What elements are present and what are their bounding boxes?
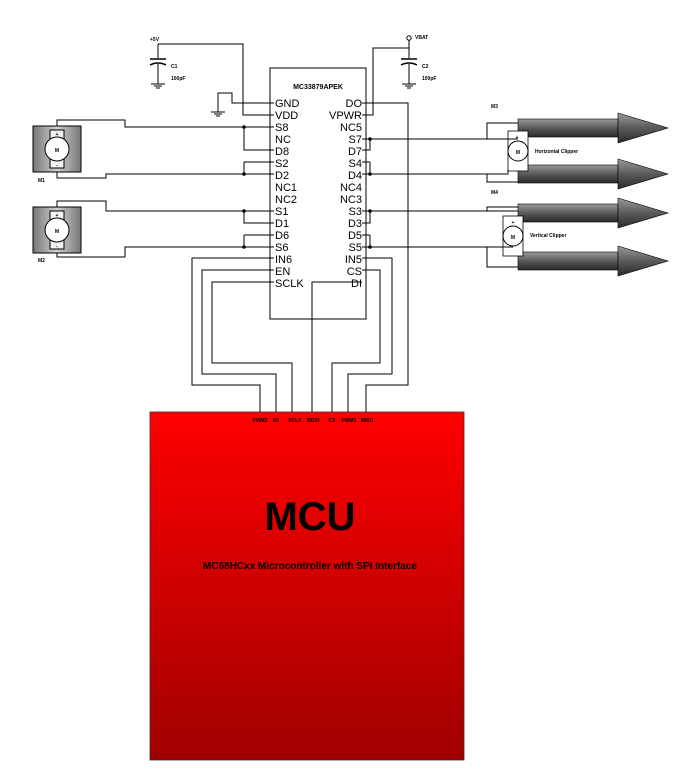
mcu-pin-io: I/O xyxy=(273,418,280,424)
ic-pin-d3: D3 xyxy=(348,218,362,230)
ic-pin-nc: NC xyxy=(275,134,291,146)
power-vbat-section: VBAT C2 100pF xyxy=(362,35,436,116)
m3-label: M3 xyxy=(491,104,498,110)
m1-minus: - xyxy=(56,163,58,169)
m4-label: M4 xyxy=(491,190,498,196)
c2-value: 100pF xyxy=(422,76,436,82)
ic-pin-s4: S4 xyxy=(349,158,362,170)
ic-pin-d5: D5 xyxy=(348,230,362,242)
supply-vbat-label: VBAT xyxy=(415,35,428,41)
ic-pin-sclk: SCLK xyxy=(275,278,304,290)
m4-plus: + xyxy=(512,220,515,226)
ic-pin-d4: D4 xyxy=(348,170,362,182)
motor-m2: M + - M2 xyxy=(32,206,82,264)
ic-pin-s2: S2 xyxy=(275,158,288,170)
gnd-connection xyxy=(211,92,274,117)
m2-symbol: M xyxy=(55,229,59,235)
m2-label: M2 xyxy=(38,258,45,264)
c1-name: C1 xyxy=(171,64,178,70)
mcu-pin-pwm1: PWM1 xyxy=(342,418,357,424)
spi-wiring xyxy=(191,102,409,412)
ic-part-number: MC33879APEK xyxy=(293,84,343,91)
driver-ic: MC33879APEK GNDVDDS8NCD8S2D2NC1NC2S1D1D6… xyxy=(269,67,367,320)
m2-plus: + xyxy=(56,213,59,219)
clipper-m4-assembly: M4 M + Vertical Clipper xyxy=(491,190,670,277)
ic-pin-cs: CS xyxy=(347,266,362,278)
ic-pin-d6: D6 xyxy=(275,230,289,242)
m4-caption: Vertical Clipper xyxy=(530,233,566,239)
m1-plus: + xyxy=(56,132,59,138)
m3-caption: Horizontal Clipper xyxy=(535,149,578,155)
ic-pin-nc5: NC5 xyxy=(340,122,362,134)
ic-pin-en: EN xyxy=(275,266,290,278)
ic-pin-di: DI xyxy=(351,278,362,290)
ic-pin-in6: IN6 xyxy=(275,254,292,266)
c2-name: C2 xyxy=(422,64,429,70)
m1-label: M1 xyxy=(38,178,45,184)
left-motor-wiring xyxy=(56,119,274,258)
ic-pin-nc3: NC3 xyxy=(340,194,362,206)
m2-minus: - xyxy=(56,244,58,250)
ic-pin-vdd: VDD xyxy=(275,110,298,122)
c1-value: 100pF xyxy=(171,76,185,82)
ic-pin-nc4: NC4 xyxy=(340,182,362,194)
m3-symbol: M xyxy=(516,150,520,156)
m3-plus: + xyxy=(516,135,519,141)
ic-pin-vpwr: VPWR xyxy=(329,110,362,122)
right-motor-wiring xyxy=(362,122,518,268)
motor-m1: M + - M1 xyxy=(32,125,82,184)
ic-pin-do: DO xyxy=(346,98,363,110)
ic-pin-s1: S1 xyxy=(275,206,288,218)
mcu-pin-labels: PWM2 I/O SCLK MOSI CS PWM1 MISO xyxy=(253,418,374,424)
mcu-pin-cs: CS xyxy=(329,418,337,424)
ic-pin-in5: IN5 xyxy=(345,254,362,266)
mcu-subtitle: MC68HCxx Microcontroller with SPI Interf… xyxy=(203,561,417,572)
ic-pin-d1: D1 xyxy=(275,218,289,230)
supply-5v-label: +5V xyxy=(150,37,160,43)
ic-pin-nc1: NC1 xyxy=(275,182,297,194)
ic-pin-s7: S7 xyxy=(349,134,362,146)
ic-pin-s5: S5 xyxy=(349,242,362,254)
clipper-m3-assembly: M3 M + Horizontal Clipper xyxy=(491,104,670,190)
mcu-pin-mosi: MOSI xyxy=(307,418,320,424)
power-5v-section: +5V C1 100pF xyxy=(149,37,274,116)
ic-pin-d8: D8 xyxy=(275,146,289,158)
ic-pin-d7: D7 xyxy=(348,146,362,158)
m1-symbol: M xyxy=(55,148,59,154)
mcu-block: MCU MC68HCxx Microcontroller with SPI In… xyxy=(149,411,465,761)
ic-pin-d2: D2 xyxy=(275,170,289,182)
ic-pin-s8: S8 xyxy=(275,122,288,134)
vbat-terminal xyxy=(406,35,412,41)
ic-pin-s6: S6 xyxy=(275,242,288,254)
ic-pin-s3: S3 xyxy=(349,206,362,218)
mcu-pin-sclk: SCLK xyxy=(288,418,302,424)
mcu-title: MCU xyxy=(264,495,355,539)
m4-symbol: M xyxy=(511,235,515,241)
ic-pin-gnd: GND xyxy=(275,98,300,110)
ic-pin-nc2: NC2 xyxy=(275,194,297,206)
mcu-pin-miso: MISO xyxy=(361,418,374,424)
mcu-pin-pwm2: PWM2 xyxy=(253,418,268,424)
